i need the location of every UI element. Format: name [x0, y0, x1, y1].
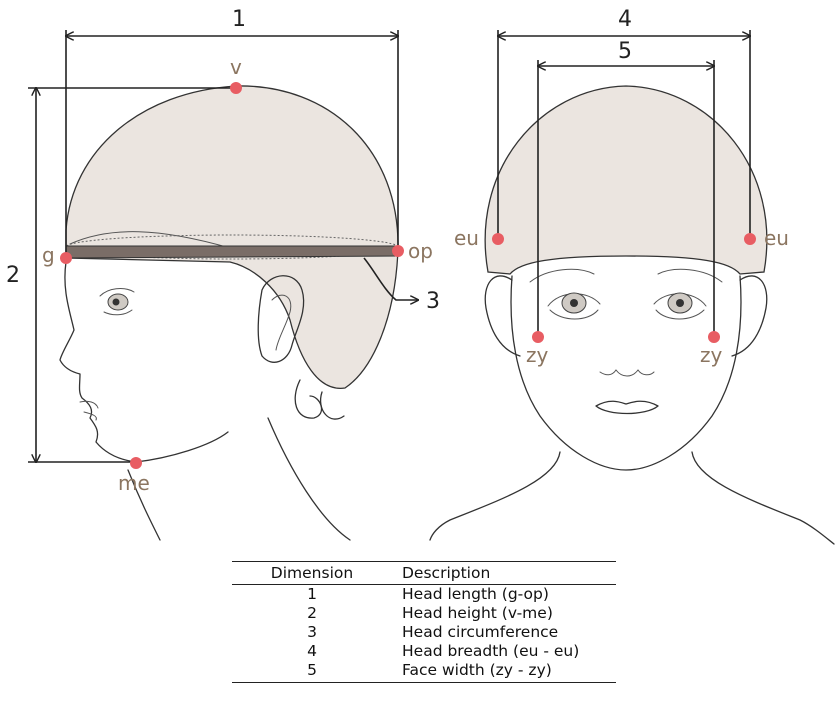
dimension-label-3: 3 [426, 289, 440, 314]
column-header-dimension: Dimension [232, 562, 392, 585]
landmark-v [230, 82, 242, 94]
table-row: 4 Head breadth (eu - eu) [232, 642, 616, 661]
landmark-label-zy-right: zy [700, 343, 722, 367]
side-cap [66, 86, 398, 388]
dimension-cell: 3 [232, 623, 392, 642]
description-cell: Head height (v-me) [392, 604, 616, 623]
side-face-profile [60, 262, 136, 462]
column-header-description: Description [392, 562, 616, 585]
front-ear-left [485, 276, 520, 356]
front-cap [485, 86, 767, 274]
table-row: 3 Head circumference [232, 623, 616, 642]
dimension-label-5: 5 [618, 39, 632, 64]
description-cell: Face width (zy - zy) [392, 661, 616, 683]
landmark-label-me: me [118, 471, 150, 495]
dimension-table: Dimension Description 1 Head length (g-o… [232, 561, 616, 683]
landmark-eu-left [492, 233, 504, 245]
dimension-cell: 4 [232, 642, 392, 661]
landmark-me [130, 457, 142, 469]
landmark-zy-left [532, 331, 544, 343]
landmark-label-op: op [408, 239, 433, 263]
landmark-g [60, 252, 72, 264]
table-row: 1 Head length (g-op) [232, 585, 616, 605]
description-cell: Head breadth (eu - eu) [392, 642, 616, 661]
circumference-band [66, 246, 398, 258]
dimension-cell: 1 [232, 585, 392, 605]
side-view-head [60, 86, 398, 540]
front-face-outline [511, 276, 741, 470]
dimension-label-1: 1 [232, 7, 246, 32]
dimension-label-4: 4 [618, 7, 632, 32]
landmark-label-eu-right: eu [764, 226, 789, 250]
front-ear-right [732, 276, 767, 356]
landmark-label-g: g [42, 243, 55, 267]
landmark-op [392, 245, 404, 257]
dimension-cell: 2 [232, 604, 392, 623]
description-cell: Head length (g-op) [392, 585, 616, 605]
table-header-row: Dimension Description [232, 562, 616, 585]
description-cell: Head circumference [392, 623, 616, 642]
dimension-cell: 5 [232, 661, 392, 683]
table-row: 2 Head height (v-me) [232, 604, 616, 623]
dimension-label-2: 2 [6, 263, 20, 288]
landmark-eu-right [744, 233, 756, 245]
landmark-label-v: v [230, 55, 242, 79]
landmark-zy-right [708, 331, 720, 343]
landmark-label-eu-left: eu [454, 226, 479, 250]
table-row: 5 Face width (zy - zy) [232, 661, 616, 683]
landmark-label-zy-left: zy [526, 343, 548, 367]
front-view-head [430, 86, 834, 544]
